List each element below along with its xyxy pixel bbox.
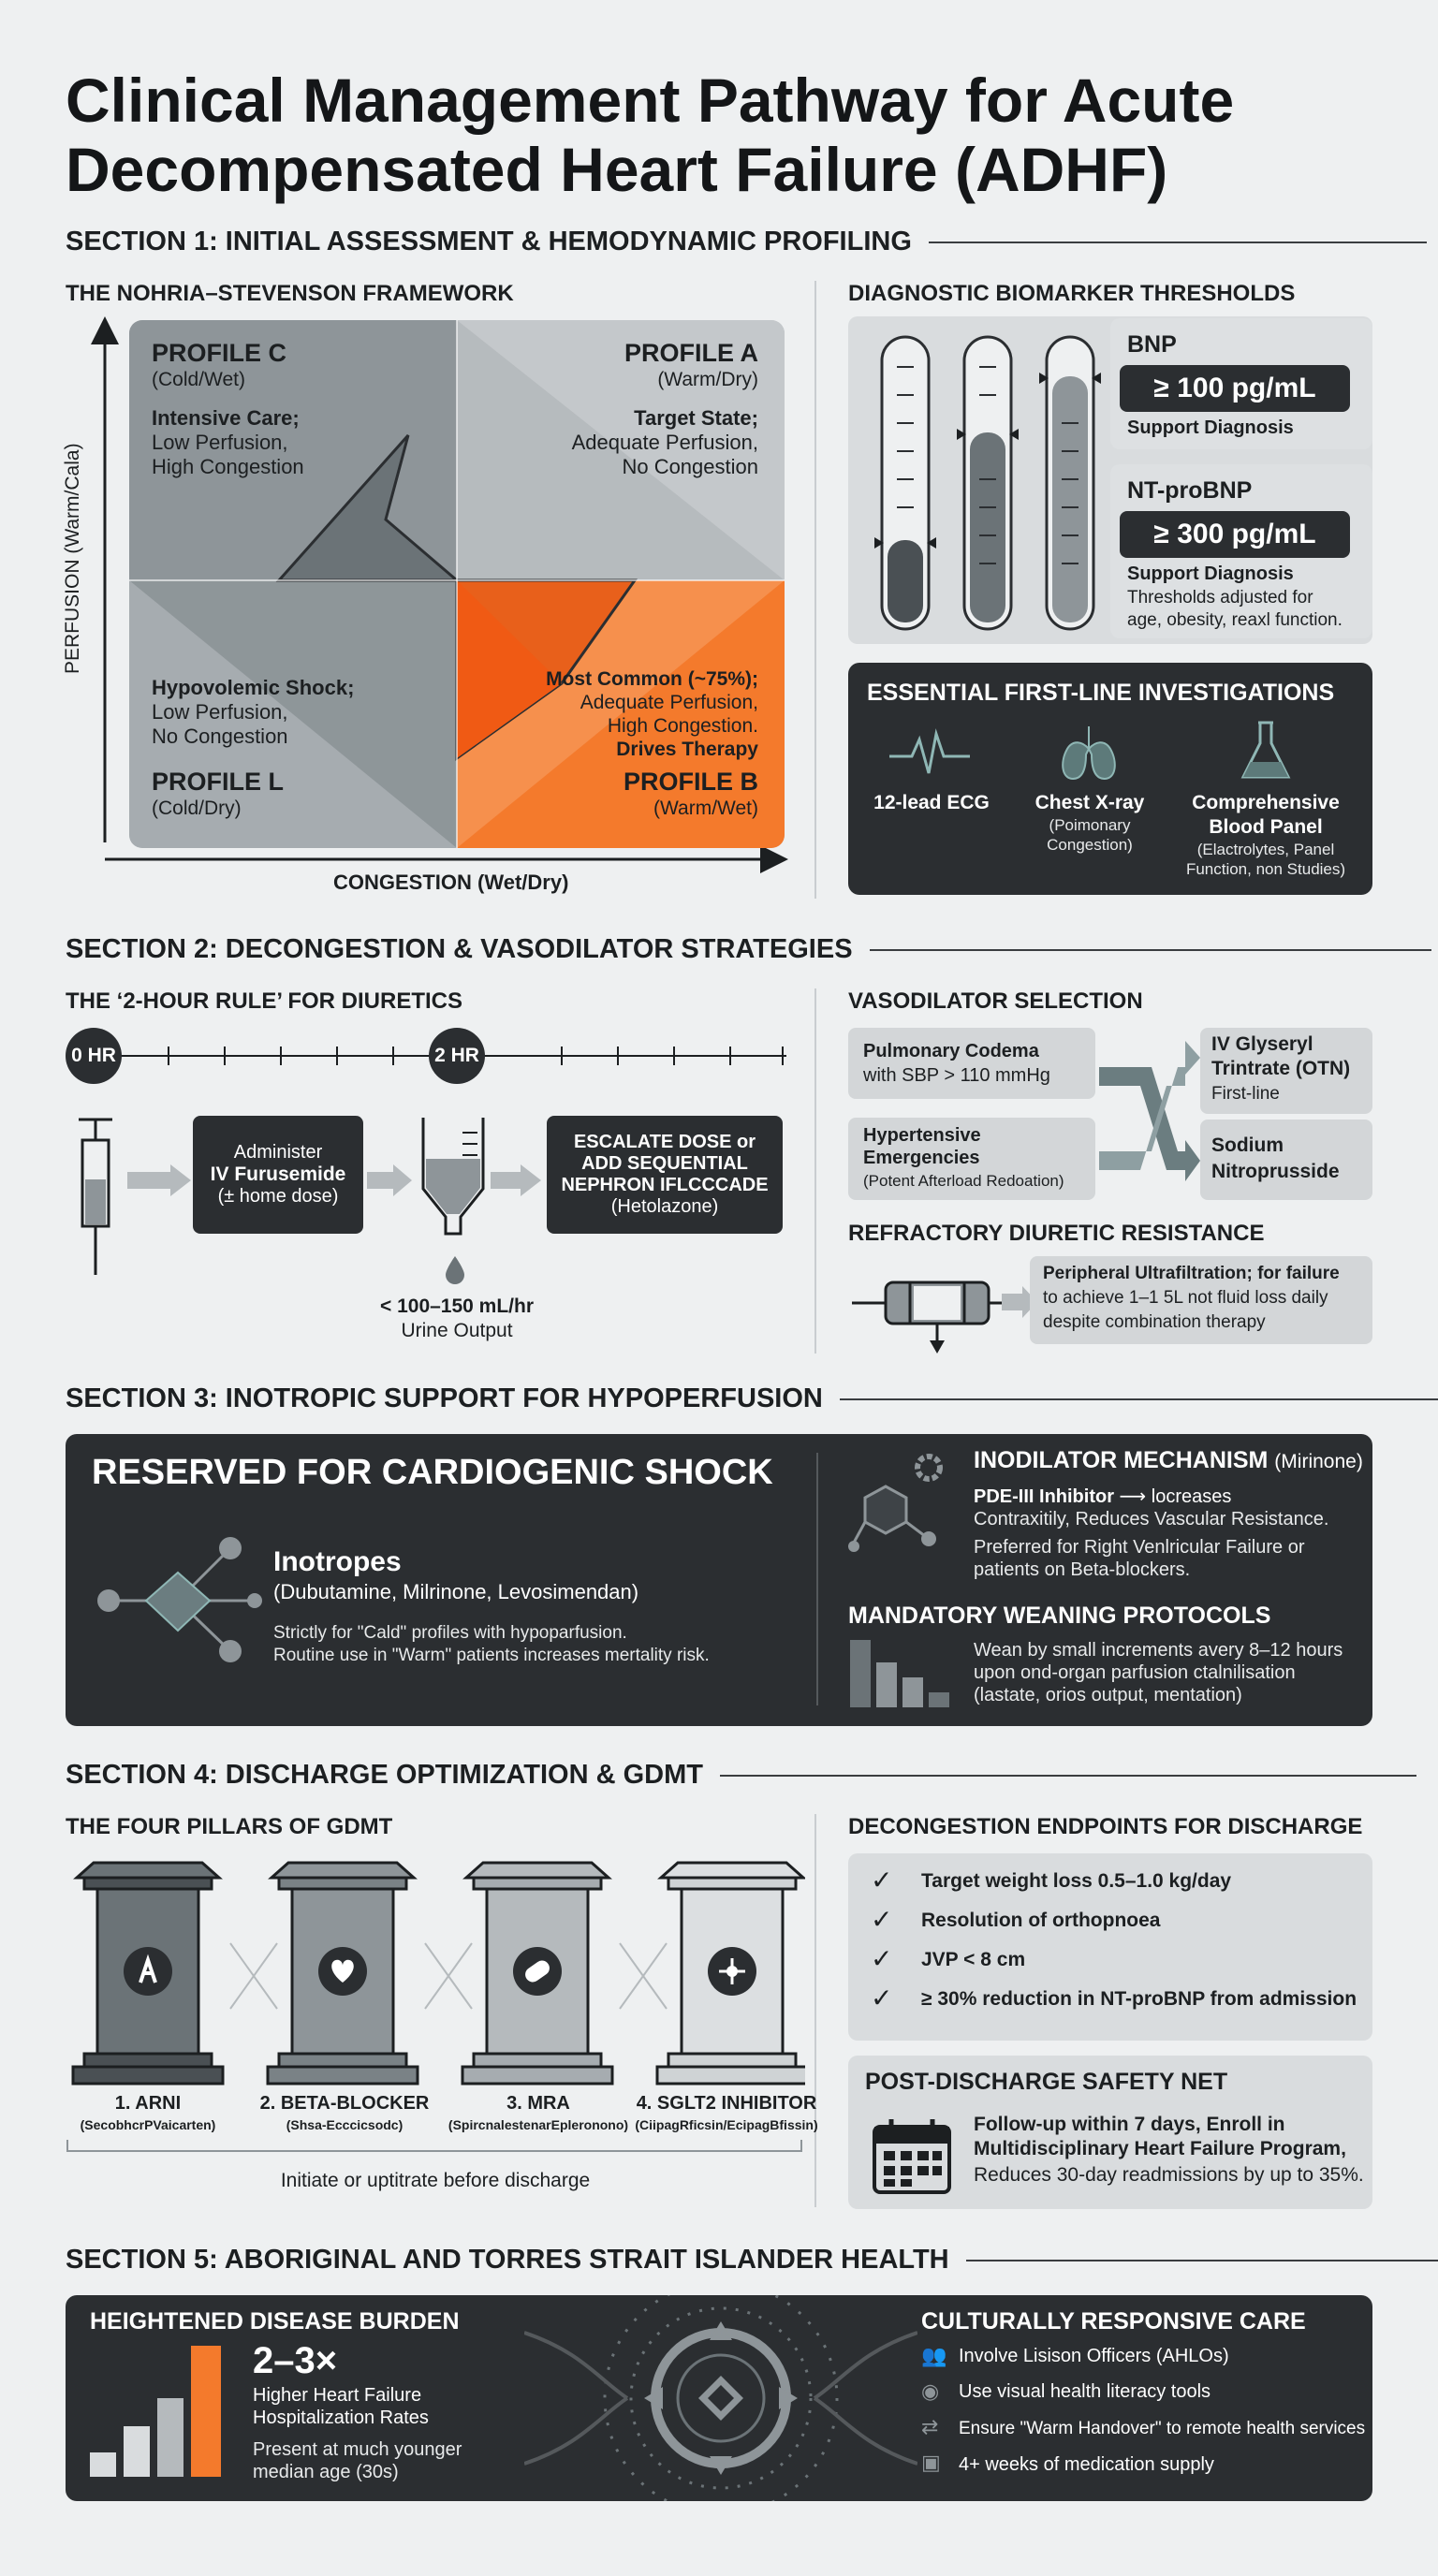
arrow-4 (1002, 1286, 1037, 1318)
diuretic-rule-title: THE ‘2-HOUR RULE’ FOR DIURETICS (66, 988, 463, 1014)
pillars-title: THE FOUR PILLARS OF GDMT (66, 1814, 393, 1839)
endpoints-title: DECONGESTION ENDPOINTS FOR DISCHARGE (848, 1814, 1363, 1839)
burden-title: HEIGHTENED DISEASE BURDEN (90, 2308, 460, 2334)
check-icon: ✓ (871, 1866, 893, 1895)
crossing-arrows-icon (1099, 1041, 1200, 1181)
x-axis-label: CONGESTION (Wet/Dry) (333, 871, 569, 894)
gdmt-pillars (71, 1861, 805, 2086)
escalate-dose-box: ESCALATE DOSE or ADD SEQUENTIAL NEPHRON … (547, 1116, 783, 1234)
profile-a-name: PROFILE A (624, 339, 758, 367)
check-icon: ✓ (871, 1905, 893, 1934)
molecule-icon (97, 1537, 262, 1662)
inotropes-label: Inotropes (273, 1546, 402, 1577)
people-icon: 👥 (921, 2344, 947, 2367)
rising-bars-icon (90, 2346, 221, 2477)
eye-icon: ◉ (921, 2379, 940, 2403)
droplet-icon (446, 1256, 464, 1284)
ultrafiltration-box (1030, 1256, 1372, 1344)
section-3-heading: SECTION 3: INOTROPIC SUPPORT FOR HYPOPER… (66, 1383, 1438, 1414)
calendar-icon (873, 2119, 951, 2194)
safety-title: POST-DISCHARGE SAFETY NET (865, 2069, 1228, 2095)
pillar-1-label: 1. ARNI (114, 2093, 182, 2114)
arrow-3 (491, 1164, 541, 1196)
check-icon: ✓ (871, 1944, 893, 1973)
vaso-output-2 (1200, 1120, 1372, 1200)
arrow-1 (127, 1164, 191, 1196)
profile-b-name: PROFILE B (623, 768, 758, 796)
ecg-icon (889, 728, 970, 774)
bnp-threshold: ≥ 100 pg/mL (1120, 365, 1350, 412)
vaso-output-1 (1200, 1028, 1372, 1114)
section-4-heading: SECTION 4: DISCHARGE OPTIMIZATION & GDMT (66, 1760, 1416, 1791)
biomarker-title: DIAGNOSTIC BIOMARKER THRESHOLDS (848, 281, 1296, 306)
profile-c-name: PROFILE C (152, 339, 287, 367)
section-5-heading: SECTION 5: ABORIGINAL AND TORRES STRAIT … (66, 2245, 1438, 2276)
syringe-icon (79, 1118, 112, 1275)
inodilator-title: INODILATOR MECHANISM (Mirinone) (974, 1447, 1363, 1473)
y-axis-label: PERFUSION (Warm/Cala) (62, 443, 83, 674)
handshake-icon: ⇄ (921, 2415, 939, 2438)
inotropic-card (66, 1434, 1372, 1726)
refractory-title: REFRACTORY DIURETIC RESISTANCE (848, 1221, 1265, 1246)
arrow-2 (367, 1164, 412, 1196)
ntprobnp-threshold: ≥ 300 pg/mL (1120, 511, 1350, 558)
time-2hr: 2 HR (434, 1045, 479, 1066)
bnp-label: BNP (1127, 331, 1177, 358)
urine-collector-icon (421, 1118, 485, 1236)
nohria-stevenson-quadrant (91, 316, 788, 873)
pillar-4-label: 4. SGLT2 INHIBITOR (636, 2093, 817, 2114)
profile-l-name: PROFILE L (152, 768, 284, 796)
lungs-icon (1062, 726, 1116, 781)
administer-furosemide-box: Administer IV Furusemide (± home dose) (193, 1116, 363, 1234)
endpoints-card (848, 1853, 1372, 2041)
page-title: Clinical Management Pathway for Acute De… (66, 66, 1235, 204)
vaso-input-1 (848, 1028, 1095, 1099)
medication-icon: ▣ (921, 2451, 941, 2474)
dot-art-motif (524, 2295, 917, 2501)
burden-value: 2–3× (253, 2340, 338, 2381)
pillars-bracket (66, 2140, 802, 2152)
pillar-3-label: 3. MRA (506, 2093, 570, 2114)
pillar-2-label: 2. BETA-BLOCKER (259, 2093, 430, 2114)
timeline (66, 1028, 786, 1084)
section-2-heading: SECTION 2: DECONGESTION & VASODILATOR ST… (66, 934, 1431, 965)
framework-title: THE NOHRIA–STEVENSON FRAMEWORK (66, 281, 514, 306)
test-tubes-icon (874, 335, 1101, 631)
investigations-card (848, 663, 1372, 895)
flask-icon (1240, 721, 1291, 779)
vaso-input-2 (848, 1118, 1095, 1200)
descending-bars-icon (850, 1640, 949, 1707)
care-title: CULTURALLY RESPONSIVE CARE (921, 2308, 1306, 2334)
section-1-heading: SECTION 1: INITIAL ASSESSMENT & HEMODYNA… (66, 227, 1427, 257)
ntprobnp-label: NT-proBNP (1127, 477, 1253, 504)
reserved-heading: RESERVED FOR CARDIOGENIC SHOCK (92, 1453, 773, 1492)
ultrafiltration-icon (852, 1281, 1022, 1354)
check-icon: ✓ (871, 1983, 893, 2012)
weaning-title: MANDATORY WEANING PROTOCOLS (848, 1603, 1271, 1629)
time-0hr: 0 HR (71, 1045, 116, 1066)
investigations-title: ESSENTIAL FIRST-LINE INVESTIGATIONS (867, 680, 1335, 706)
gear-network-icon (848, 1454, 943, 1552)
vasodilator-title: VASODILATOR SELECTION (848, 988, 1143, 1014)
